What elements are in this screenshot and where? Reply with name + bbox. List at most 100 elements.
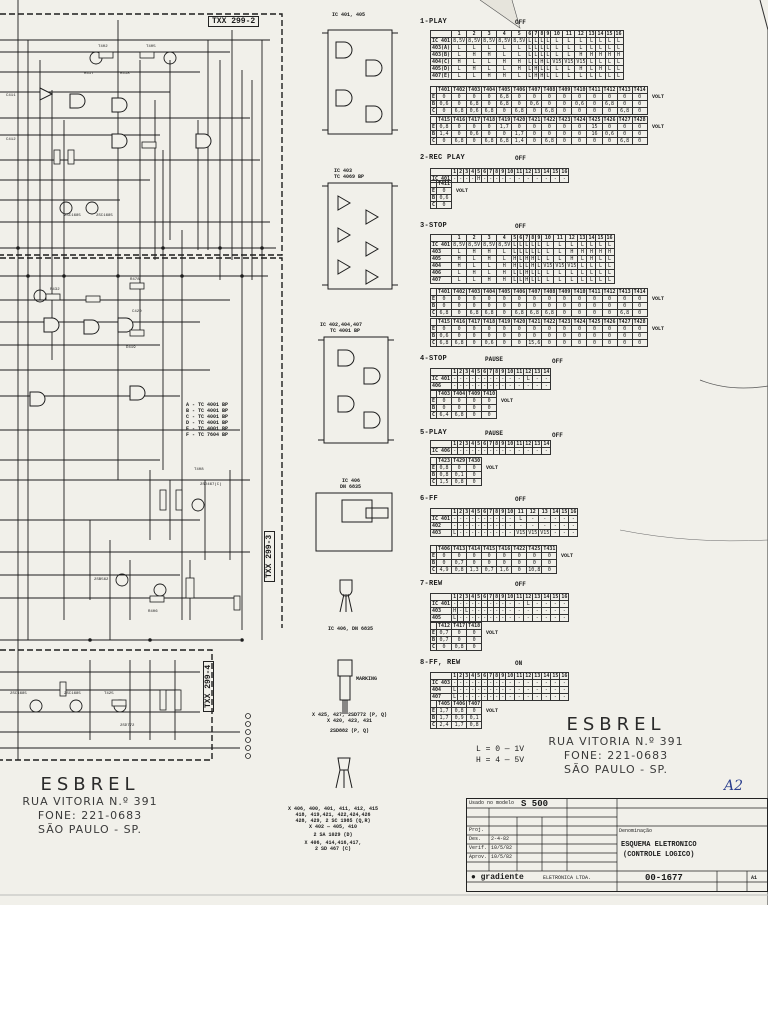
table-cell: 6,8 [511,107,528,115]
company-stamp-left: ESBREL RUA VITORIA N.º 391 FONE: 221-068… [20,774,160,837]
logic-level-low: L = 0 — 1V [476,745,525,754]
ic-package-part: DN 6835 [340,484,362,490]
table-cell: L [451,248,468,256]
table-cell: L [604,269,615,277]
column-header: T421 [526,116,543,124]
table-cell: - [541,175,552,183]
column-header: T404 [481,288,498,296]
table-cell: 0 [496,339,513,347]
column-header [429,368,453,376]
table-cell: L [586,65,597,73]
table-cell: 0 [601,123,618,131]
column-header: T407 [526,86,543,94]
table-cell: 0 [631,295,648,303]
column-header: 10 [505,368,516,376]
table-cell: 0 [466,471,483,479]
table-cell: - [532,679,543,687]
table-cell: - [550,515,561,523]
table-cell: - [469,175,477,183]
table-cell: 0 [556,107,573,115]
table-cell: - [457,614,465,622]
table-cell: H [496,276,513,284]
table-cell: 0 [511,332,528,340]
column-header: T420 [511,116,528,124]
table-cell: L [586,44,597,52]
title-block-row-label: Verif. [469,845,488,851]
table-cell: L [481,44,498,52]
table-cell: H [604,248,615,256]
table-cell: - [505,447,516,455]
column-header: 3 [481,30,498,38]
table-cell: L [613,37,624,45]
table-cell: H [496,262,513,270]
svg-text:2SD772: 2SD772 [120,724,135,728]
table-cell: - [487,614,495,622]
table-cell: - [514,600,525,608]
table-cell: 0 [511,566,528,574]
table-cell: - [514,693,525,701]
table-cell: 0 [586,93,603,101]
table-cell: - [541,447,552,455]
title-block-grid [467,799,767,891]
volt-unit: VOLT [486,630,499,636]
table-cell: - [526,522,540,530]
connector-label-txx-299-2: TXX 299-2 [208,16,260,27]
table-cell: 6,8 [436,309,453,317]
table-cell: L [595,72,606,80]
table-cell: L [466,276,483,284]
table-cell: - [550,529,561,537]
title-block-date: 10/5/82 [491,854,513,860]
table-cell: 0 [466,397,483,405]
table-cell: - [514,175,525,183]
column-header: T426 [601,116,618,124]
table-cell: - [469,447,477,455]
table-cell: 0 [631,137,648,145]
column-header: 14 [595,30,606,38]
column-header: 2 [466,234,483,242]
column-header: 12 [526,508,540,516]
column-header: T407 [466,700,483,708]
table-cell: 0 [436,397,453,405]
table-cell: L [466,262,483,270]
table-cell: 0 [466,559,483,567]
svg-text:R406: R406 [148,610,158,614]
column-header: 15 [550,168,561,176]
table-cell: - [514,686,525,694]
column-header: T409 [556,288,573,296]
table-cell: 0 [451,397,468,405]
column-header: T403 [466,86,483,94]
table-cell: 0 [601,332,618,340]
table-cell: 0 [571,93,588,101]
column-header: T407 [526,288,543,296]
table-cell: 0,6 [436,332,453,340]
column-header: 10 [541,234,555,242]
table-cell: - [532,614,543,622]
column-header: T421 [526,318,543,326]
table-cell: 8,5V [466,37,483,45]
column-header: T405 [496,288,513,296]
table-cell: - [541,614,552,622]
table-row: IC 403---------------- [429,679,570,687]
table-cell: 0 [511,100,528,108]
volt-unit: VOLT [652,296,665,302]
table-cell: 0 [526,137,543,145]
table-cell: 0 [541,123,558,131]
table-cell: 0 [451,636,468,644]
column-header: T426 [601,318,618,326]
table-cell: 0 [616,123,633,131]
table-cell: H [586,248,597,256]
table-cell: - [475,447,483,455]
table-cell: L [550,44,564,52]
table-cell: L [523,600,534,608]
